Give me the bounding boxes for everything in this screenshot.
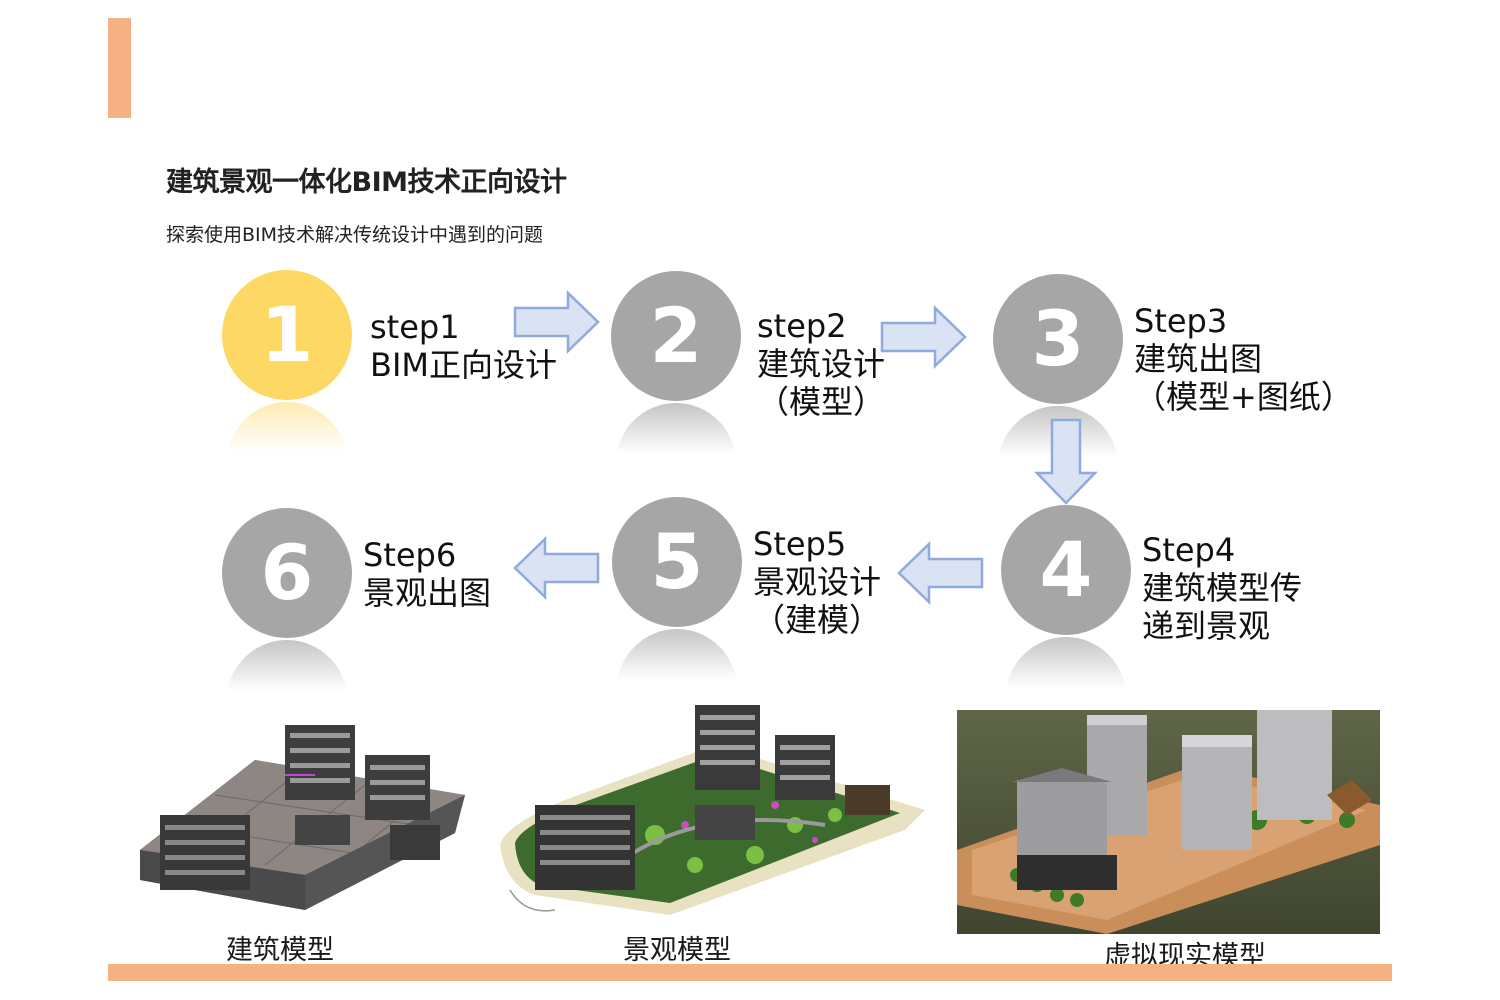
page-title: 建筑景观一体化BIM技术正向设计 (166, 167, 567, 198)
step-6-reflection (227, 640, 347, 700)
step-6-line1: Step6 (363, 536, 457, 574)
step-6-number: 6 (222, 508, 352, 638)
step-4-reflection (1006, 637, 1126, 697)
step-1-line1: step1 (370, 308, 460, 346)
step-4-line1: Step4 (1142, 531, 1236, 569)
step-1-label: step1 BIM正向设计 (370, 308, 557, 384)
bottom-accent-bar (108, 964, 1392, 981)
step-3-line1: Step3 (1134, 302, 1228, 340)
step-3-number: 3 (993, 274, 1123, 404)
step-2-number: 2 (611, 271, 741, 401)
step-2-line1: step2 (757, 307, 847, 345)
caption-landscape-model: 景观模型 (623, 935, 731, 966)
step-5-line3: （建模） (753, 601, 882, 639)
step-5-label: Step5 景观设计 （建模） (753, 525, 881, 639)
step-4-number: 4 (1001, 505, 1131, 635)
step-2-line3: （模型） (757, 383, 886, 421)
arrow-left-icon (897, 541, 984, 605)
step-1-reflection (227, 402, 347, 462)
step-3-label: Step3 建筑出图 （模型+图纸） (1134, 302, 1353, 416)
arrow-left-icon (513, 536, 600, 600)
accent-bar (108, 18, 131, 118)
arrow-right-icon (880, 305, 967, 369)
step-4-line2: 建筑模型传 (1142, 569, 1303, 607)
step-3-line3: （模型+图纸） (1134, 378, 1353, 416)
step-1-line2: BIM正向设计 (370, 346, 558, 384)
step-1-number: 1 (222, 270, 352, 400)
caption-architecture-model: 建筑模型 (226, 935, 334, 966)
step-4-line3: 递到景观 (1142, 607, 1271, 645)
step-2-reflection (616, 403, 736, 463)
step-2-line2: 建筑设计 (757, 345, 886, 383)
landscape-model-image (500, 705, 925, 915)
step-4-label: Step4 建筑模型传 递到景观 (1142, 531, 1302, 645)
step-5-number: 5 (612, 497, 742, 627)
step-5-line1: Step5 (753, 525, 847, 563)
step-3-line2: 建筑出图 (1134, 340, 1263, 378)
vr-model-image (957, 710, 1380, 934)
arrow-down-icon (1034, 418, 1098, 505)
step-6-line2: 景观出图 (363, 574, 492, 612)
page-subtitle: 探索使用BIM技术解决传统设计中遇到的问题 (166, 224, 544, 246)
step-2-label: step2 建筑设计 （模型） (757, 307, 885, 421)
step-6-label: Step6 景观出图 (363, 536, 491, 612)
step-5-reflection (617, 629, 737, 689)
architecture-model-image (140, 725, 465, 910)
arrow-right-icon (513, 290, 600, 354)
step-5-line2: 景观设计 (753, 563, 882, 601)
